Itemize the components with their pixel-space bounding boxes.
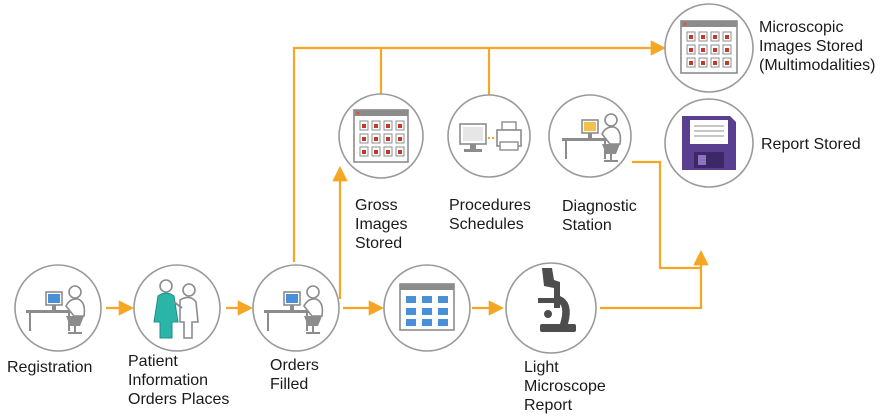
orders-filled-label: Orders Filled xyxy=(270,356,319,394)
patient-info-label-line: Information xyxy=(128,372,209,389)
procedures-label-line: Procedures xyxy=(449,197,531,214)
procedures-label-line: Schedules xyxy=(449,216,524,233)
registration-label: Registration xyxy=(7,359,93,376)
microscope-icon xyxy=(538,268,576,332)
patient-caregiver-icon xyxy=(153,279,199,339)
patient-info-label-line: Orders Places xyxy=(128,391,230,408)
gross-images-label-line: Images xyxy=(355,216,408,233)
gross-images-label-line: Gross xyxy=(355,197,398,214)
arrow-orders-to-microscopic xyxy=(292,40,667,262)
light-microscope-label-line: Microscope xyxy=(524,378,606,395)
arrow-microscope-to-merge xyxy=(600,249,709,310)
microscopic-images-label-line: Microscopic xyxy=(759,19,844,36)
microscopic-images-label-line: (Multimodalities) xyxy=(759,57,876,74)
procedures-node xyxy=(447,94,531,178)
registration-node xyxy=(14,264,102,352)
image-grid-window-icon xyxy=(353,109,409,163)
patient-info-node xyxy=(133,264,221,352)
gross-images-label: Gross Images Stored xyxy=(355,196,407,253)
diagnostic-label-line: Station xyxy=(562,217,612,234)
microscopic-images-label-line: Images Stored xyxy=(759,38,864,55)
orders-filled-label-line: Filled xyxy=(270,376,309,393)
light-microscope-label-line: Report xyxy=(524,397,573,414)
light-microscope-label: Light Microscope Report xyxy=(524,358,606,415)
light-microscope-label-line: Light xyxy=(524,359,559,376)
computer-printer-icon xyxy=(459,121,522,152)
microscopic-images-label: Microscopic Images Stored (Multimodaliti… xyxy=(759,18,875,75)
desk-user-computer-icon xyxy=(264,285,324,334)
image-grid-window-icon xyxy=(680,20,738,74)
floppy-disk-icon xyxy=(682,116,736,170)
desk-user-computer-icon xyxy=(562,113,622,162)
orders-filled-node xyxy=(252,264,340,352)
gross-images-label-line: Stored xyxy=(355,235,403,252)
procedures-label: Procedures Schedules xyxy=(449,196,531,234)
orders-filled-label-line: Orders xyxy=(270,357,319,374)
connectors xyxy=(106,40,709,316)
connector-diagnostic-to-merge xyxy=(632,160,701,270)
desk-user-computer-icon xyxy=(26,285,86,334)
patient-info-label-line: Patient xyxy=(128,353,178,370)
slide-grid-window-icon xyxy=(399,283,455,331)
node-circles xyxy=(14,3,754,354)
diagnostic-label: Diagnostic Station xyxy=(562,197,637,235)
patient-info-label: Patient Information Orders Places xyxy=(128,352,229,409)
report-stored-label: Report Stored xyxy=(761,136,861,153)
diagnostic-label-line: Diagnostic xyxy=(562,198,637,215)
